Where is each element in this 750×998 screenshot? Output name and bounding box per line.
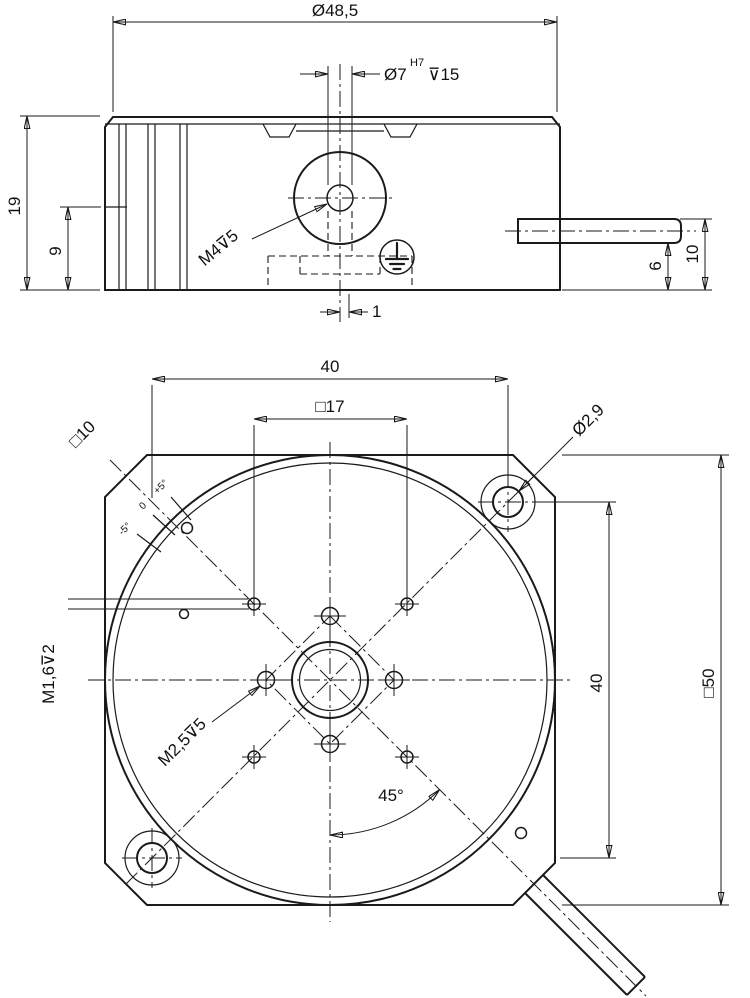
pin-hole-top-left [180, 521, 194, 535]
side-view: Ø48,5 Ø7 H7 ⊽15 19 9 M4⊽5 10 6 1 [5, 1, 712, 322]
dim-label-bore-depth: ⊽15 [428, 65, 459, 84]
diagonal-centerlines [109, 459, 647, 997]
dim-label-40-top: 40 [321, 357, 340, 376]
dim-label-diameter-48-5: Ø48,5 [312, 1, 358, 20]
centerlines-side [288, 64, 696, 322]
flange-profile-lines [105, 124, 188, 290]
dim-label-square-50: □50 [699, 668, 718, 697]
dim-label-thread-m4: M4⊽5 [195, 226, 242, 270]
dim-label-offset-1: 1 [372, 302, 381, 321]
dim-label-thread-m25: M2,5⊽5 [154, 714, 210, 770]
cable-side [517, 218, 682, 244]
body-outline [104, 116, 561, 291]
extension-lines-plan [68, 385, 729, 906]
adjustment-scale-ticks [136, 496, 192, 553]
pin-hole-left [178, 608, 190, 620]
extension-lines [20, 16, 712, 318]
ground-symbol [379, 239, 415, 275]
dim-label-bore-tolerance: H7 [410, 57, 424, 69]
hidden-cavity-lines [267, 211, 413, 290]
dim-label-square-10: □10 [65, 417, 99, 451]
angle-arc [330, 790, 440, 835]
side-view-dimensions: Ø48,5 Ø7 H7 ⊽15 19 9 M4⊽5 10 6 1 [5, 1, 712, 321]
dim-label-step-9: 9 [46, 246, 65, 255]
plan-view: +5° 0 -5° 40 □17 □50 40 Ø2,9 □10 M1,6⊽2 … [39, 357, 729, 997]
bore-extension-lines [327, 66, 353, 185]
dim-label-angle-45: 45° [378, 786, 404, 805]
body-outline-plan [104, 454, 556, 906]
dim-label-thread-m16: M1,6⊽2 [39, 644, 58, 704]
bolt-square-diamond [265, 615, 395, 745]
scale-label-plus: +5° [152, 478, 171, 497]
dim-label-bore-7: Ø7 [384, 65, 407, 84]
cable-plan [524, 874, 646, 996]
scale-label-minus: -5° [117, 521, 134, 538]
dim-label-height-19: 19 [5, 197, 24, 216]
dim-label-square-17: □17 [315, 397, 344, 416]
pin-hole-bottom-right [514, 826, 528, 840]
dim-label-corner-hole: Ø2,9 [568, 400, 607, 439]
dim-label-40-right: 40 [587, 674, 606, 693]
scale-label-zero: 0 [137, 500, 149, 512]
dim-label-cable-6: 6 [646, 261, 665, 270]
dim-label-cable-10: 10 [683, 245, 702, 264]
plan-view-dimensions: 40 □17 □50 40 Ø2,9 □10 M1,6⊽2 M2,5⊽5 45° [39, 357, 729, 906]
